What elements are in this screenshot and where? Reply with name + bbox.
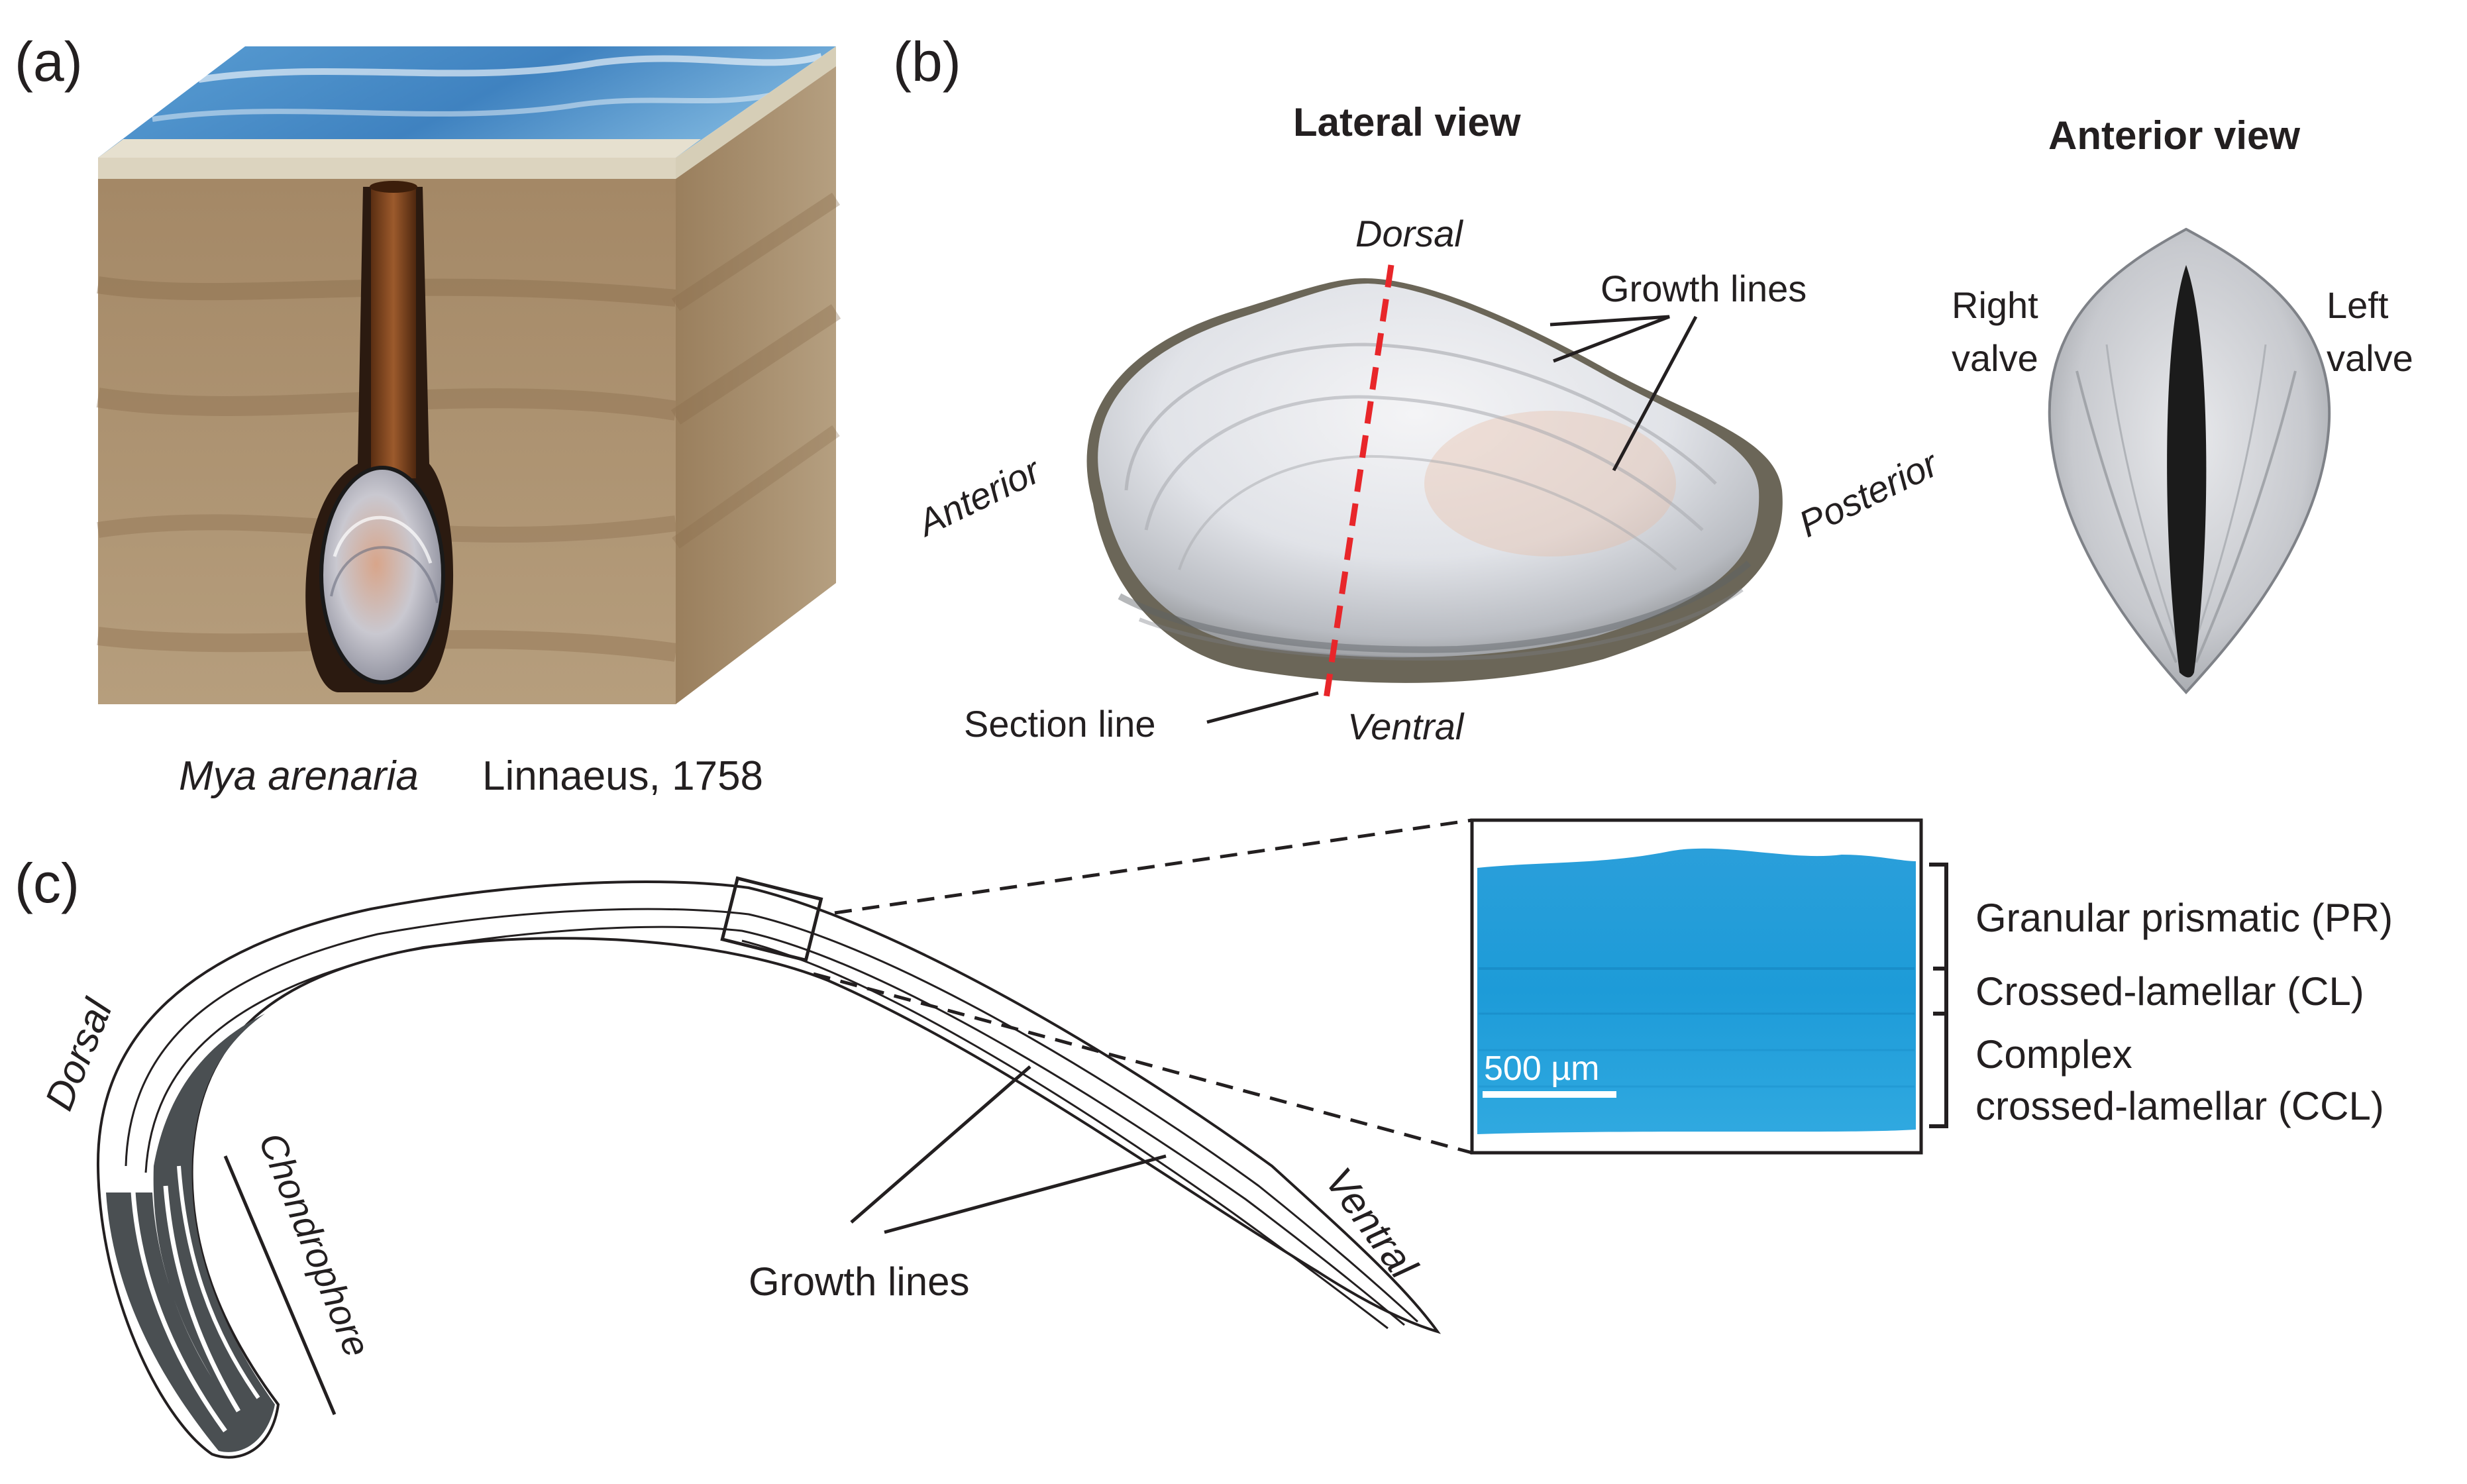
caption-author: Linnaeus, 1758 (482, 753, 763, 799)
right-valve-label-line2: valve (1952, 337, 2038, 379)
section-line-label: Section line (964, 703, 1156, 745)
panel-label-b: (b) (893, 30, 961, 93)
layer-bracket (1929, 863, 1948, 1128)
micrograph-panel (1470, 818, 1923, 1155)
shell-surface (1098, 284, 1759, 658)
growth-lines-pointer-1 (1549, 315, 1670, 363)
lateral-view-title: Lateral view (1293, 100, 1521, 144)
anterior-shell-photo (2048, 227, 2331, 694)
panel-label-c: (c) (15, 852, 79, 914)
chondrophore-bracket (223, 1155, 337, 1415)
section-line-dashed (1322, 264, 1394, 708)
section-line-pointer (1206, 691, 1319, 724)
sediment-block-illustration (96, 46, 841, 704)
layer-ccl-label-line2: crossed-lamellar (CCL) (1975, 1084, 2384, 1128)
growth-lines-c-pointer-1 (850, 1065, 1031, 1224)
lateral-shell-photo (1086, 278, 1783, 683)
shell-cross-section-drawing (96, 880, 1442, 1459)
zoom-guide-top (834, 818, 1473, 915)
caption-species: Mya arenaria (179, 753, 419, 799)
micrograph-image (1477, 848, 1916, 1134)
posterior-label: Posterior (1793, 442, 1946, 545)
ventral-label-b: Ventral (1347, 706, 1465, 747)
layer-cl-label: Crossed-lamellar (CL) (1975, 969, 2364, 1014)
growth-lines-pointer-2 (1612, 315, 1698, 472)
sediment-side-face (676, 66, 836, 704)
chondrophore-label: Chondrophore (251, 1127, 379, 1363)
shell-gape (2167, 265, 2207, 678)
magnification-box (720, 876, 823, 963)
dorsal-label-b: Dorsal (1355, 213, 1463, 254)
right-valve-label-line1: Right (1952, 284, 2038, 326)
anterior-view-title: Anterior view (2048, 113, 2300, 158)
growth-lines-label-c: Growth lines (749, 1259, 969, 1304)
anterior-label: Anterior (910, 449, 1048, 545)
siphon (371, 187, 416, 478)
chondrophore-dark-layers (106, 1014, 275, 1452)
panel-label-a: (a) (15, 30, 83, 93)
scale-bar-label: 500 µm (1484, 1049, 1599, 1088)
growth-lines-c-pointer-2 (884, 1154, 1167, 1234)
sand-strip (98, 139, 701, 158)
buried-clam (319, 466, 445, 684)
growth-lines-label-b: Growth lines (1601, 268, 1807, 309)
layer-ccl-label-line1: Complex (1975, 1032, 2132, 1077)
zoom-guide-bottom (813, 972, 1473, 1155)
left-valve-label-line1: Left (2327, 284, 2389, 326)
left-valve-label-line2: valve (2327, 337, 2413, 379)
layer-pr-label: Granular prismatic (PR) (1975, 896, 2393, 940)
